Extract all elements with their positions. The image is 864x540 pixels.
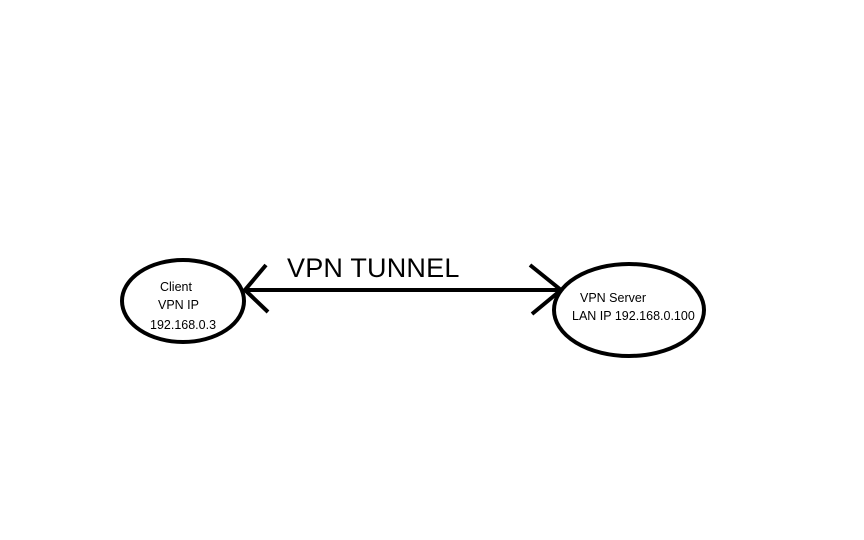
client-ip-value: 192.168.0.3: [150, 318, 217, 332]
client-ip-label: VPN IP: [158, 298, 199, 312]
server-lan-ip: LAN IP 192.168.0.100: [572, 309, 695, 323]
server-node: [552, 262, 706, 358]
tunnel-arrowhead-left: [242, 263, 270, 314]
client-node: [120, 258, 246, 344]
server-title: VPN Server: [580, 291, 646, 305]
client-title: Client: [160, 280, 192, 294]
tunnel-label: VPN TUNNEL: [287, 253, 460, 283]
tunnel-arrowhead-right: [528, 263, 565, 316]
